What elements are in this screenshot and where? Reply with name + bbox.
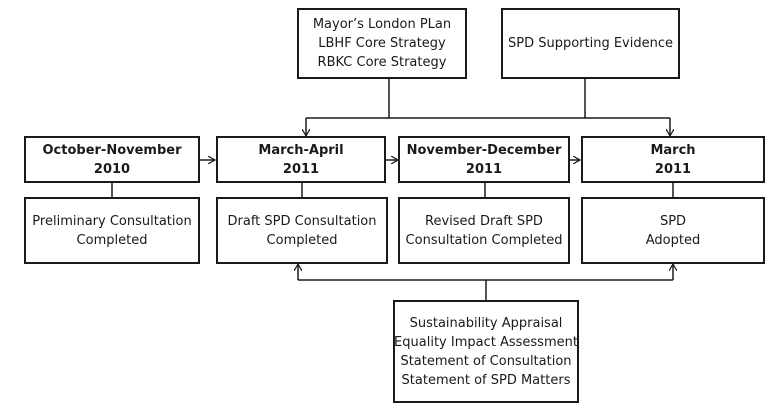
assessment-line-3: Statement of Consultation (400, 353, 572, 369)
stage-4-date-line-2: 2011 (654, 161, 692, 177)
policy-line-2: LBHF Core Strategy (318, 36, 446, 51)
stage-1-date-box: October-November 2010 (24, 136, 200, 183)
stage-4-date-box: March 2011 (581, 136, 765, 183)
stage-1-date-line-2: 2010 (93, 161, 131, 177)
assessment-line-1: Sustainability Appraisal (409, 315, 563, 331)
stage-4-status-box: SPD Adopted (581, 197, 765, 264)
stage-3-date-line-2: 2011 (465, 161, 503, 177)
assessments-box: Sustainability Appraisal Equality Impact… (393, 300, 579, 403)
stage-3-status-box: Revised Draft SPD Consultation Completed (398, 197, 570, 264)
stage-4-status-line-2: Adopted (645, 232, 701, 248)
stage-1-status-line-2: Completed (76, 232, 148, 248)
policy-documents-box: Mayor’s London PLan LBHF Core Strategy R… (297, 8, 467, 79)
assessment-line-4: Statement of SPD Matters (401, 372, 571, 388)
stage-2-date-box: March-April 2011 (216, 136, 386, 183)
evidence-line-1: SPD Supporting Evidence (507, 36, 673, 51)
policy-line-3: RBKC Core Strategy (317, 55, 447, 70)
stage-1-status-line-1: Preliminary Consultation (32, 213, 192, 229)
stage-2-status-box: Draft SPD Consultation Completed (216, 197, 388, 264)
stage-2-date-line-1: March-April (258, 142, 344, 158)
supporting-evidence-box: SPD Supporting Evidence (501, 8, 680, 79)
assessment-line-2: Equality Impact Assessment (394, 334, 578, 350)
stage-3-status-line-2: Consultation Completed (405, 232, 563, 248)
stage-4-date-line-1: March (650, 142, 696, 158)
stage-3-date-box: November-December 2011 (398, 136, 570, 183)
stage-3-date-line-1: November-December (406, 142, 562, 158)
stage-1-date-line-1: October-November (42, 142, 182, 158)
stage-1-status-box: Preliminary Consultation Completed (24, 197, 200, 264)
stage-2-status-line-1: Draft SPD Consultation (227, 213, 377, 229)
stage-4-status-line-1: SPD (659, 213, 687, 229)
stage-3-status-line-1: Revised Draft SPD (425, 213, 543, 229)
stage-2-status-line-2: Completed (266, 232, 338, 248)
policy-line-1: Mayor’s London PLan (312, 17, 452, 32)
stage-2-date-line-2: 2011 (282, 161, 320, 177)
